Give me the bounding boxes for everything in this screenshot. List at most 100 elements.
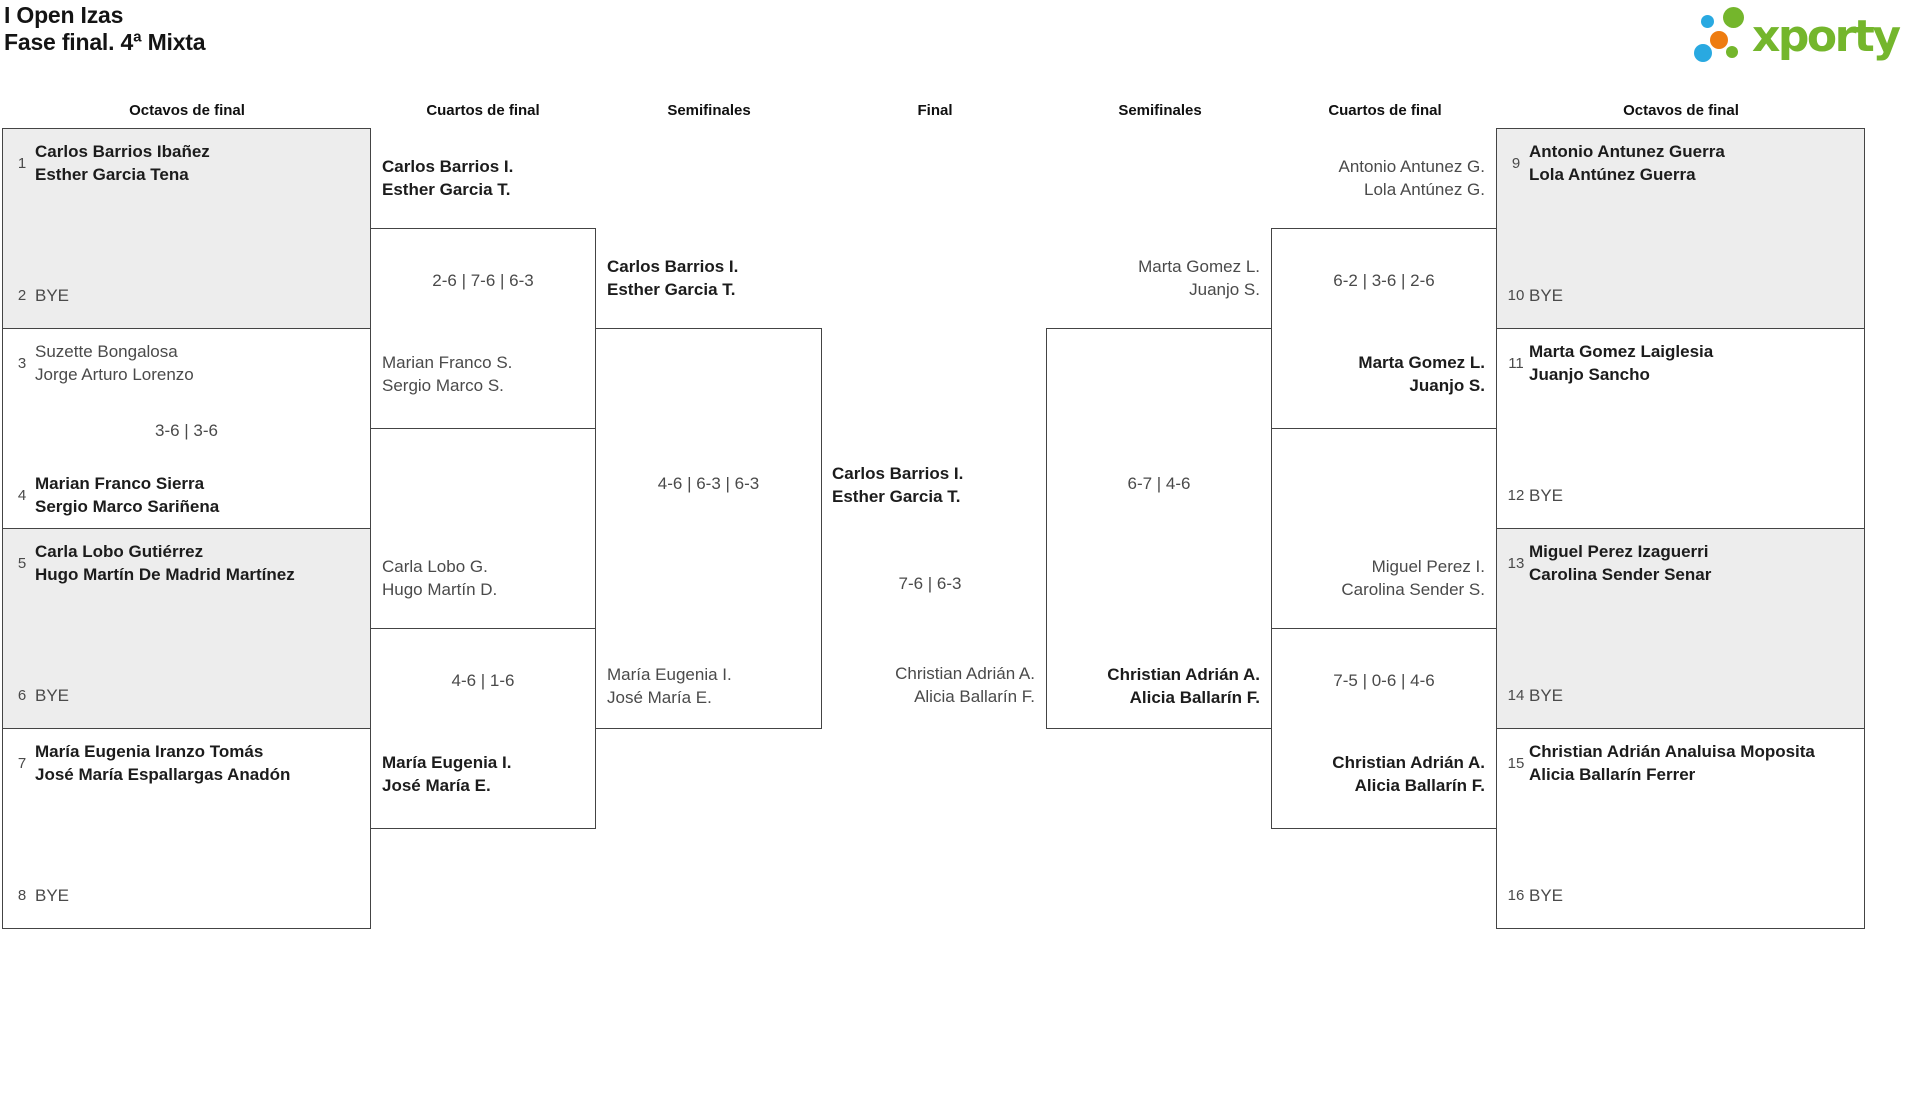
match-box-r16-3: 5 Carla Lobo Gutiérrez Hugo Martín De Ma… [2,528,371,729]
team-name: Carlos Barrios I. [607,257,739,276]
team-name: María Eugenia I. [382,753,512,772]
team-name: Hugo Martín De Madrid Martínez [35,565,295,584]
qf4-team-a: Miguel Perez I. Carolina Sender S. [1285,555,1485,601]
team-name: Carlos Barrios I. [382,157,514,176]
team-name: Hugo Martín D. [382,580,498,599]
qf3-score: 6-2 | 3-6 | 2-6 [1333,271,1435,290]
match-box-r16-1: 1 Carlos Barrios Ibañez Esther Garcia Te… [2,128,371,329]
round-header-left-qf: Cuartos de final [426,102,540,119]
seed-number: 2 [17,286,27,304]
match-slot: 5 Carla Lobo Gutiérrez Hugo Martín De Ma… [9,539,364,587]
logo-dot-green-large [1723,7,1744,28]
qf1-team-a: Carlos Barrios I. Esther Garcia T. [382,155,513,201]
team-name: Marian Franco Sierra [35,474,205,493]
team-name: Esther Garcia T. [607,280,736,299]
team-name: Alicia Ballarín F. [1354,776,1485,795]
match-slot: 4 Marian Franco Sierra Sergio Marco Sari… [9,471,364,519]
team-name: Suzette Bongalosa [35,342,178,361]
qf2-team-a: Carla Lobo G. Hugo Martín D. [382,555,497,601]
match-box-qf1 [370,228,596,429]
match-slot: 10 BYE [1503,271,1858,319]
match-slot: 16 BYE [1503,871,1858,919]
match-slot: 8 BYE [9,871,364,919]
match-box-qf4 [1271,628,1497,829]
round-header-right-qf: Cuartos de final [1328,102,1442,119]
team-name: Carla Lobo G. [382,557,488,576]
match-box-r16-6: 11 Marta Gomez Laiglesia Juanjo Sancho 1… [1496,328,1865,529]
xporty-logo-text: xporty [1752,11,1901,62]
team-name: Christian Adrián Analuisa Moposita [1529,742,1815,761]
team-name: Miguel Perez Izaguerri [1529,542,1709,561]
team-name: Christian Adrián A. [1107,665,1260,684]
qf4-team-b: Christian Adrián A. Alicia Ballarín F. [1285,751,1485,797]
round-header-right-r16: Octavos de final [1623,102,1739,119]
match-slot: 11 Marta Gomez Laiglesia Juanjo Sancho [1503,339,1858,387]
team-name: Carolina Sender S. [1341,580,1485,599]
team-name: Esther Garcia Tena [35,165,189,184]
match-slot: 12 BYE [1503,471,1858,519]
qf3-team-a: Antonio Antunez G. Lola Antúnez G. [1285,155,1486,201]
seed-number: 15 [1507,754,1525,772]
team-name: José María E. [382,776,491,795]
team-name: Marta Gomez L. [1138,257,1260,276]
sf-left-score: 4-6 | 6-3 | 6-3 [657,474,760,493]
match-box-r16-4: 7 María Eugenia Iranzo Tomás José María … [2,728,371,929]
team-name: Juanjo Sancho [1529,365,1650,384]
seed-number: 6 [17,686,27,704]
seed-number: 3 [17,354,27,372]
team-name: Lola Antúnez Guerra [1529,165,1696,184]
match-slot: 9 Antonio Antunez Guerra Lola Antúnez Gu… [1503,139,1858,187]
seed-number: 4 [17,486,27,504]
seed-number: 5 [17,554,27,572]
match-box-r16-8: 15 Christian Adrián Analuisa Moposita Al… [1496,728,1865,929]
logo-dot-green-small [1726,46,1738,58]
team-name: Carlos Barrios Ibañez [35,142,210,161]
round-header-right-sf: Semifinales [1118,102,1202,119]
team-name: Esther Garcia T. [832,487,961,506]
team-name: Carlos Barrios I. [832,464,964,483]
bye-label: BYE [35,285,70,305]
match-score: 3-6 | 3-6 [154,421,218,440]
qf2-score: 4-6 | 1-6 [451,671,515,690]
sf-left-team-b: María Eugenia I. José María E. [607,663,732,709]
final-score: 7-6 | 6-3 [898,574,962,593]
team-name: Lola Antúnez G. [1364,180,1485,199]
team-name: Antonio Antunez Guerra [1529,142,1725,161]
team-name: María Eugenia I. [607,665,732,684]
bye-label: BYE [1529,685,1564,705]
bye-label: BYE [35,685,70,705]
seed-number: 9 [1511,154,1521,172]
match-slot: 6 BYE [9,671,364,719]
team-name: Christian Adrián A. [1332,753,1485,772]
sf-right-team-b: Christian Adrián A. Alicia Ballarín F. [1060,663,1260,709]
team-name: Christian Adrián A. [895,664,1035,683]
seed-number: 8 [17,886,27,904]
qf4-score: 7-5 | 0-6 | 4-6 [1333,671,1435,690]
seed-number: 7 [17,754,27,772]
team-name: Sergio Marco S. [382,376,504,395]
team-name: Marian Franco S. [382,353,513,372]
team-name: Marta Gomez L. [1358,353,1485,372]
team-name: Sergio Marco Sariñena [35,497,220,516]
match-slot: 7 María Eugenia Iranzo Tomás José María … [9,739,364,787]
page-title: I Open Izas Fase final. 4ª Mixta [4,2,206,56]
sf-right-team-a: Marta Gomez L. Juanjo S. [1060,255,1260,301]
team-name: Esther Garcia T. [382,180,511,199]
bye-label: BYE [1529,885,1564,905]
logo-dot-blue-small [1701,15,1714,28]
match-slot: 2 BYE [9,271,364,319]
team-name: José María E. [607,688,712,707]
sf-right-score: 6-7 | 4-6 [1127,474,1191,493]
seed-number: 10 [1507,286,1525,304]
team-name: Marta Gomez Laiglesia [1529,342,1714,361]
team-name: Alicia Ballarín F. [1129,688,1260,707]
qf1-team-b: Marian Franco S. Sergio Marco S. [382,351,512,397]
match-box-qf2 [370,628,596,829]
match-box-sf-right [1046,328,1272,729]
match-slot: 1 Carlos Barrios Ibañez Esther Garcia Te… [9,139,364,187]
seed-number: 11 [1508,354,1524,372]
round-header-left-sf: Semifinales [667,102,751,119]
team-name: Carla Lobo Gutiérrez [35,542,204,561]
team-name: José María Espallargas Anadón [35,765,291,784]
seed-number: 14 [1507,686,1525,704]
